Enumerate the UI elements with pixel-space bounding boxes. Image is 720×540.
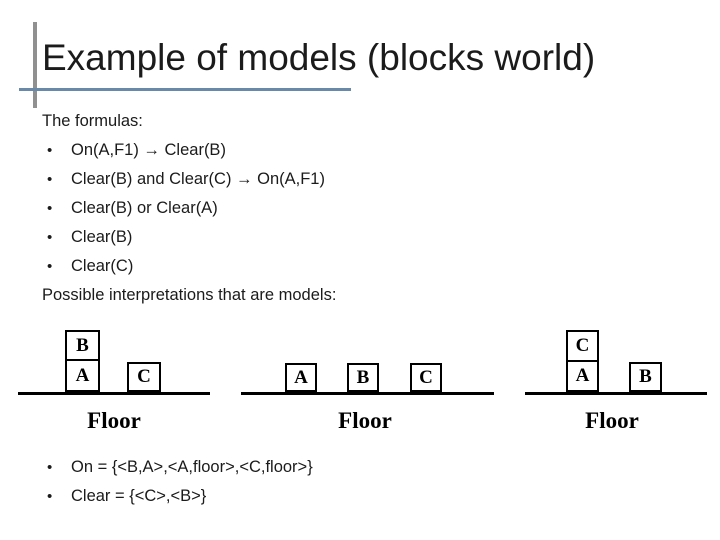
bullet-icon: •	[47, 141, 53, 159]
block-b: B	[629, 362, 662, 392]
formulas-section: The formulas: • On(A,F1) → Clear(B) • Cl…	[42, 107, 336, 310]
formula-item: • Clear(B) or Clear(A)	[42, 194, 336, 223]
slide-title: Example of models (blocks world)	[42, 37, 596, 78]
floor-label: Floor	[338, 408, 392, 433]
formulas-heading: The formulas:	[42, 112, 143, 130]
bullet-icon: •	[47, 458, 53, 476]
floor-line	[525, 392, 707, 395]
block-a: A	[285, 363, 317, 392]
interpretations-heading: Possible interpretations that are models…	[42, 286, 337, 304]
formula-item: • Clear(B) and Clear(C) → On(A,F1)	[42, 165, 336, 194]
formula-text: Clear(B)	[71, 228, 133, 246]
formula-text: On(A,F1) → Clear(B)	[71, 141, 226, 159]
block-c: C	[410, 363, 442, 392]
block-c: C	[127, 362, 161, 392]
block-b: B	[347, 363, 379, 392]
block-b: B	[65, 330, 100, 361]
result-text: Clear = {<C>,<B>}	[71, 487, 207, 505]
formula-item: • On(A,F1) → Clear(B)	[42, 136, 336, 165]
block-a: A	[566, 360, 599, 392]
bullet-icon: •	[47, 257, 53, 275]
floor-label: Floor	[87, 408, 141, 433]
floor-line	[18, 392, 210, 395]
formula-text: Clear(B) and Clear(C) → On(A,F1)	[71, 170, 325, 188]
result-item: • Clear = {<C>,<B>}	[42, 482, 313, 511]
title-underline	[19, 88, 351, 91]
results-section: • On = {<B,A>,<A,floor>,<C,floor>} • Cle…	[42, 453, 313, 511]
formula-text: Clear(B) or Clear(A)	[71, 199, 218, 217]
bullet-icon: •	[47, 199, 53, 217]
title-accent-bar	[33, 22, 37, 108]
floor-line	[241, 392, 494, 395]
result-item: • On = {<B,A>,<A,floor>,<C,floor>}	[42, 453, 313, 482]
formula-item: • Clear(C)	[42, 252, 336, 281]
result-text: On = {<B,A>,<A,floor>,<C,floor>}	[71, 458, 313, 476]
block-a: A	[65, 359, 100, 392]
bullet-icon: •	[47, 228, 53, 246]
formula-text: Clear(C)	[71, 257, 134, 275]
bullet-icon: •	[47, 487, 53, 505]
formula-item: • Clear(B)	[42, 223, 336, 252]
block-c: C	[566, 330, 599, 362]
floor-label: Floor	[585, 408, 639, 433]
bullet-icon: •	[47, 170, 53, 188]
